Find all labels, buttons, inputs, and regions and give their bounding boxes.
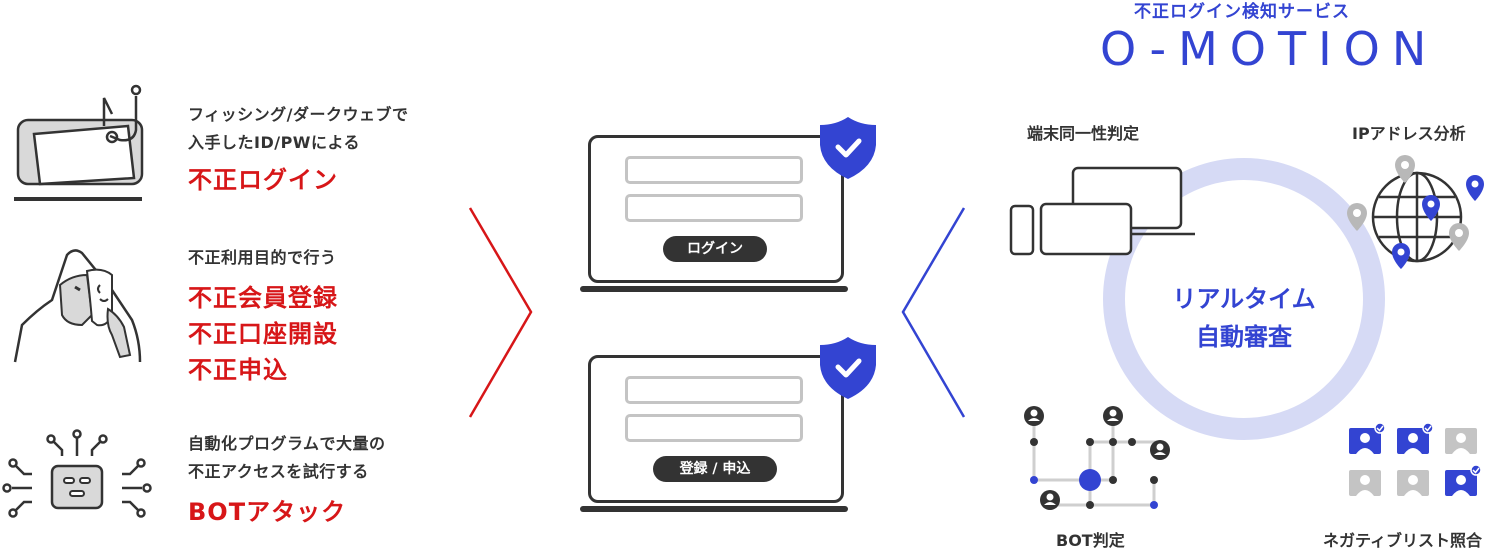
globe-pins-icon (1347, 155, 1484, 269)
threat-3-title: BOTアタック (188, 498, 347, 526)
brand-tagline: 不正ログイン検知サービス (1134, 2, 1350, 22)
login-screen: ログイン (588, 135, 844, 283)
threat-2-title-1: 不正会員登録 (188, 284, 338, 312)
login-button[interactable]: ログイン (663, 236, 767, 262)
phishing-laptop-icon (14, 84, 144, 201)
center-label: リアルタイム 自動審査 (1172, 285, 1316, 351)
register-button[interactable]: 登録 / 申込 (653, 456, 777, 482)
threat-2-description: 不正利用目的で行う (188, 248, 337, 267)
devices-icon (1009, 166, 1195, 256)
laptop-base (580, 286, 848, 292)
threat-1-title: 不正ログイン (188, 166, 338, 194)
feature-bot-label: BOT判定 (1056, 531, 1125, 550)
threat-3-description: 自動化プログラムで大量の 不正アクセスを試行する (188, 434, 386, 481)
feature-negative-list-label: ネガティブリスト照合 (1323, 531, 1483, 550)
shield-check-icon (820, 117, 876, 179)
feature-ip-label: IPアドレス分析 (1352, 124, 1466, 143)
register-screen: 登録 / 申込 (588, 355, 844, 503)
gray-pin (1395, 155, 1415, 183)
threat-1-description: フィッシング/ダークウェブで 入手したID/PWによる (188, 105, 409, 152)
laptop-base (580, 506, 848, 512)
masked-hacker-icon (13, 249, 142, 363)
register-field-2[interactable] (625, 414, 803, 442)
feature-device-label: 端末同一性判定 (1027, 124, 1140, 143)
network-nodes-icon (1024, 406, 1170, 510)
user-node (1024, 406, 1170, 510)
threat-2-title-3: 不正申込 (188, 356, 288, 384)
register-field-1[interactable] (625, 376, 803, 404)
threat-arrow-chevron (468, 207, 533, 418)
user-list-check-icon (1349, 422, 1482, 496)
bot-robot-icon (2, 429, 152, 518)
login-password-field[interactable] (625, 194, 803, 222)
threat-2-title-2: 不正口座開設 (188, 320, 338, 348)
login-id-field[interactable] (625, 156, 803, 184)
shield-check-icon (820, 337, 876, 399)
brand-logo: O-MOTION (1100, 22, 1439, 76)
protection-arrow-chevron (901, 207, 966, 418)
